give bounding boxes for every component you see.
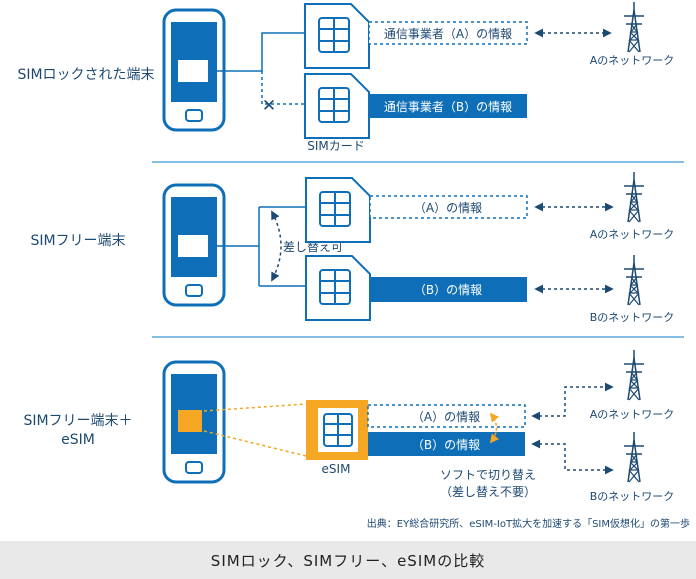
network-b-label: Bのネットワーク [590,490,675,503]
info-box-b [369,94,527,118]
esim-label: eSIM [322,462,351,476]
locked-connection-line [213,32,305,72]
sim-card-icon [304,73,370,139]
inserted-sim-icon [178,60,208,82]
inserted-sim-icon [178,235,208,257]
info-a-label: 通信事業者（A）の情報 [384,27,512,41]
figure-caption: SIMロック、SIMフリー、eSIMの比較 [0,541,696,579]
network-b-label: Bのネットワーク [590,311,675,324]
swap-arrow-icon [271,210,282,282]
switch-label-2: （差し替え不要） [440,485,536,499]
esim-device-label-1: SIMフリー端末＋ [23,413,132,429]
sim-card-icon [305,177,371,243]
network-a-link [531,382,614,421]
info-box-a [369,195,528,219]
switch-label-1: ソフトで切り替え [440,468,536,482]
info-a-label: （A）の情報 [414,201,482,215]
sim-comparison-diagram: SIMロックされた端末 ✕ 通信事業者（A）の情報 通信事業者（B）の情報 SI… [17,1,690,530]
info-a-label: （A）の情報 [412,410,480,424]
esim-chip-icon [178,410,202,432]
swap-label: 差し替え可 [283,240,343,254]
locked-blocked-line [261,71,305,105]
info-box-a [367,404,526,428]
section-sim-free: SIMフリー端末 差し替え可 （A）の情報 （B）の情報 Aのネットワーク Bの… [30,171,675,324]
free-device-label: SIMフリー端末 [30,233,125,249]
info-box-a [368,21,528,45]
network-a-label: Aのネットワーク [590,54,675,67]
tower-icon [623,1,645,53]
info-b-label: （B）の情報 [412,438,480,452]
sim-card-icon [305,255,371,321]
network-a-label: Aのネットワーク [590,408,675,421]
tower-icon [623,171,645,223]
esim-device-label-2: eSIM [61,432,95,448]
source-note: 出典：EY総合研究所、eSIM-IoT拡大を加速する「SIM仮想化」の第一歩 [367,517,690,530]
sim-card-label: SIMカード [307,139,365,153]
tower-icon [623,431,645,483]
swap-arrow-icon [489,412,499,444]
caption-text: SIMロック、SIMフリー、eSIMの比較 [210,551,486,570]
network-b-link [531,439,614,475]
section-esim: SIMフリー端末＋ eSIM eSIM （A）の情報 （B）の情報 ソフトで切り… [23,349,675,503]
locked-device-label: SIMロックされた端末 [17,67,154,83]
sim-card-icon [304,3,370,69]
tower-icon [623,254,645,306]
network-a-label: Aのネットワーク [590,228,675,241]
info-b-label: （B）の情報 [414,283,482,297]
cross-icon: ✕ [262,96,276,116]
tower-icon [623,349,645,401]
info-b-label: 通信事業者（B）の情報 [384,100,512,114]
esim-zoom-line [203,403,307,412]
info-box-b [370,277,527,302]
section-sim-locked: SIMロックされた端末 ✕ 通信事業者（A）の情報 通信事業者（B）の情報 SI… [17,1,675,153]
